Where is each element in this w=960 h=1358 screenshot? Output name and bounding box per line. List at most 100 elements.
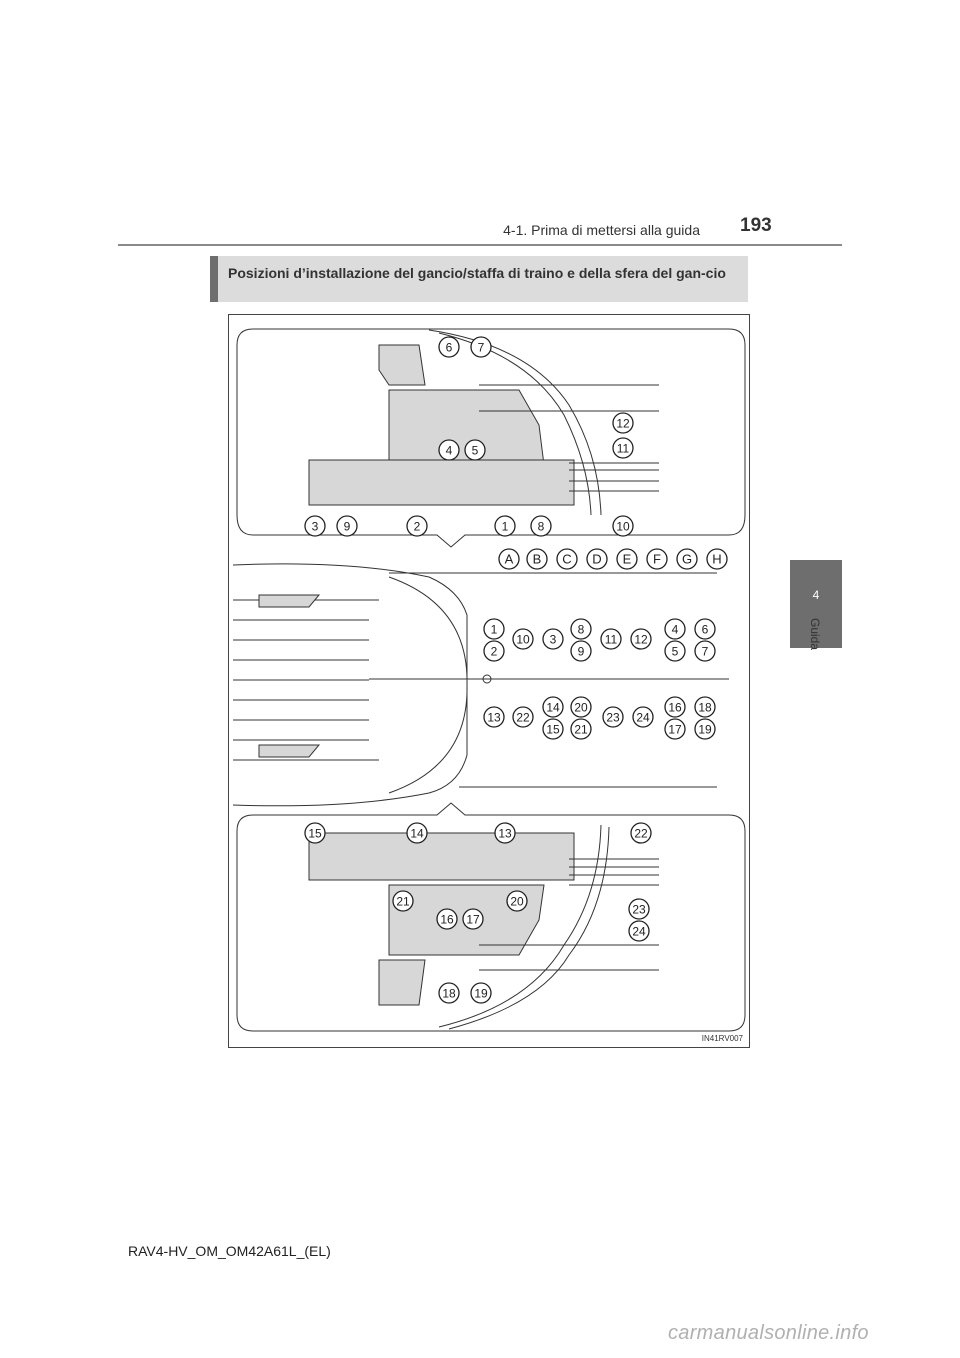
letter-callout-label: D <box>592 552 601 567</box>
upper-callout: 9 <box>570 640 592 662</box>
upper-callout: 4 <box>664 618 686 640</box>
top-detail-bubble <box>236 328 746 548</box>
lower-callout-label: 14 <box>546 701 560 715</box>
bottom-callout: 17 <box>462 908 484 930</box>
lower-callout-label: 15 <box>546 723 560 737</box>
lower-callout: 13 <box>483 706 505 728</box>
upper-callout: 2 <box>483 640 505 662</box>
bottom-callout: 23 <box>628 898 650 920</box>
letter-callout: H <box>706 548 728 570</box>
lower-callout: 18 <box>694 696 716 718</box>
watermark: carmanualsonline.info <box>668 1322 869 1344</box>
bottom-callout: 14 <box>406 822 428 844</box>
top-callout-label: 11 <box>617 442 630 456</box>
bottom-callout-label: 13 <box>498 827 512 841</box>
page-number: 193 <box>740 215 772 236</box>
lower-callout: 23 <box>602 706 624 728</box>
bottom-callout-label: 14 <box>410 827 424 841</box>
running-header-section: 4-1. Prima di mettersi alla guida <box>503 222 700 238</box>
letter-callout: C <box>556 548 578 570</box>
lower-callout: 16 <box>664 696 686 718</box>
lower-callout-label: 17 <box>668 723 682 737</box>
top-callout: 9 <box>336 515 358 537</box>
top-callout: 12 <box>612 412 634 434</box>
lower-callout: 14 <box>542 696 564 718</box>
upper-callout: 3 <box>542 628 564 650</box>
bottom-callout: 19 <box>470 982 492 1004</box>
lower-callout: 19 <box>694 718 716 740</box>
figure-code: IN41RV007 <box>701 1034 743 1043</box>
upper-callout-label: 5 <box>672 645 679 659</box>
upper-callout-label: 4 <box>672 623 679 637</box>
top-callout: 7 <box>470 336 492 358</box>
bottom-callout: 18 <box>438 982 460 1004</box>
upper-callout-label: 1 <box>491 623 498 637</box>
letter-callout-label: E <box>623 552 632 567</box>
upper-callout: 5 <box>664 640 686 662</box>
upper-callout-label: 10 <box>516 633 530 647</box>
top-callout-label: 3 <box>312 520 319 534</box>
chapter-tab: 4 <box>790 560 842 648</box>
top-callout: 2 <box>406 515 428 537</box>
top-callout-label: 8 <box>538 520 545 534</box>
lower-callout-label: 22 <box>516 711 530 725</box>
letter-callout-label: G <box>682 552 692 567</box>
bottom-callout-label: 15 <box>308 827 322 841</box>
upper-callout-label: 6 <box>702 623 709 637</box>
lower-callout: 22 <box>512 706 534 728</box>
section-title: Posizioni d’installazione del gancio/sta… <box>228 265 726 281</box>
top-callout-label: 4 <box>446 444 453 458</box>
bottom-callout: 21 <box>392 890 414 912</box>
upper-callout: 1 <box>483 618 505 640</box>
upper-callout-label: 2 <box>491 645 498 659</box>
bottom-callout-label: 20 <box>510 895 524 909</box>
letter-callout-label: B <box>533 552 542 567</box>
bottom-callout: 24 <box>628 920 650 942</box>
bottom-callout: 20 <box>506 890 528 912</box>
document-footer: RAV4-HV_OM_OM42A61L_(EL) <box>128 1243 331 1259</box>
lower-callout-label: 21 <box>574 723 588 737</box>
lower-callout-label: 16 <box>668 701 682 715</box>
upper-callout: 11 <box>600 628 622 650</box>
top-callout: 6 <box>438 336 460 358</box>
bottom-callout: 13 <box>494 822 516 844</box>
upper-callout-label: 12 <box>634 633 648 647</box>
upper-callout-label: 9 <box>578 645 585 659</box>
bottom-callout: 22 <box>630 822 652 844</box>
bottom-callout: 15 <box>304 822 326 844</box>
bottom-callout-label: 16 <box>440 913 454 927</box>
lower-callout: 21 <box>570 718 592 740</box>
lower-callout-label: 13 <box>487 711 501 725</box>
top-callout-label: 5 <box>472 444 479 458</box>
header-rule <box>118 244 842 246</box>
bottom-callout-label: 22 <box>634 827 648 841</box>
bottom-detail-bubble <box>236 802 746 1032</box>
letter-callout: A <box>498 548 520 570</box>
top-callout: 4 <box>438 439 460 461</box>
chapter-label: Guida <box>808 618 822 651</box>
top-callout: 11 <box>612 437 634 459</box>
upper-callout: 8 <box>570 618 592 640</box>
lower-callout: 15 <box>542 718 564 740</box>
letter-callout: E <box>616 548 638 570</box>
top-callout-label: 12 <box>616 417 630 431</box>
top-callout-label: 7 <box>478 341 485 355</box>
top-callout: 8 <box>530 515 552 537</box>
letter-callout: F <box>646 548 668 570</box>
upper-callout-label: 3 <box>550 633 557 647</box>
lower-callout-label: 20 <box>574 701 588 715</box>
section-title-bar: Posizioni d’installazione del gancio/sta… <box>210 256 748 302</box>
letter-callout: B <box>526 548 548 570</box>
top-callout: 5 <box>464 439 486 461</box>
lower-callout-label: 18 <box>698 701 712 715</box>
bottom-callout: 16 <box>436 908 458 930</box>
upper-callout: 7 <box>694 640 716 662</box>
top-callout-label: 10 <box>616 520 630 534</box>
letter-callout: G <box>676 548 698 570</box>
upper-callout-label: 8 <box>578 623 585 637</box>
top-callout: 1 <box>494 515 516 537</box>
lower-callout-label: 24 <box>636 711 650 725</box>
top-callout-label: 2 <box>414 520 421 534</box>
